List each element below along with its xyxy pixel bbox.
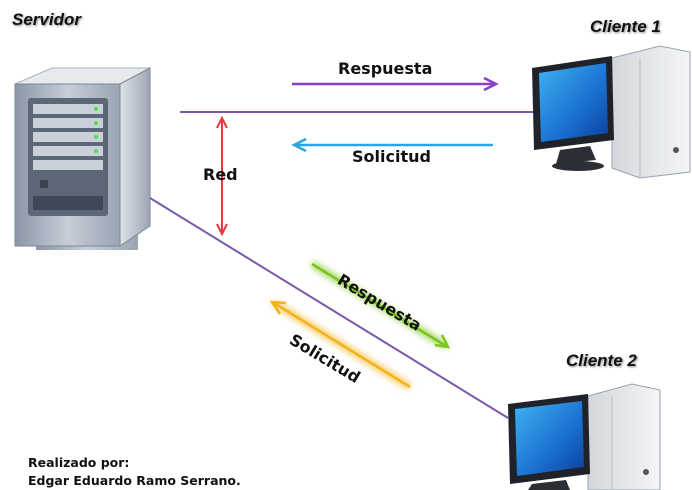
request1-label: Solicitud: [352, 147, 431, 166]
response1-label: Respuesta: [338, 59, 433, 78]
credits-line1: Realizado por:: [28, 455, 130, 470]
response1-arrow: [292, 76, 499, 92]
response2-arrow: [309, 260, 451, 350]
request1-arrow: [291, 137, 493, 153]
client2-title: Cliente 2: [566, 351, 637, 370]
client1-computer-icon: [532, 45, 691, 179]
network-arrow: [216, 115, 228, 237]
network-label: Red: [203, 165, 238, 184]
server-title: Servidor: [12, 10, 81, 29]
server-icon: [14, 67, 151, 250]
connection-line-client2: [149, 197, 509, 419]
client2-computer-icon: [508, 383, 661, 490]
credits-author: Edgar Eduardo Ramo Serrano.: [28, 473, 241, 488]
client1-title: Cliente 1: [590, 17, 661, 36]
request2-arrow: [269, 299, 413, 391]
